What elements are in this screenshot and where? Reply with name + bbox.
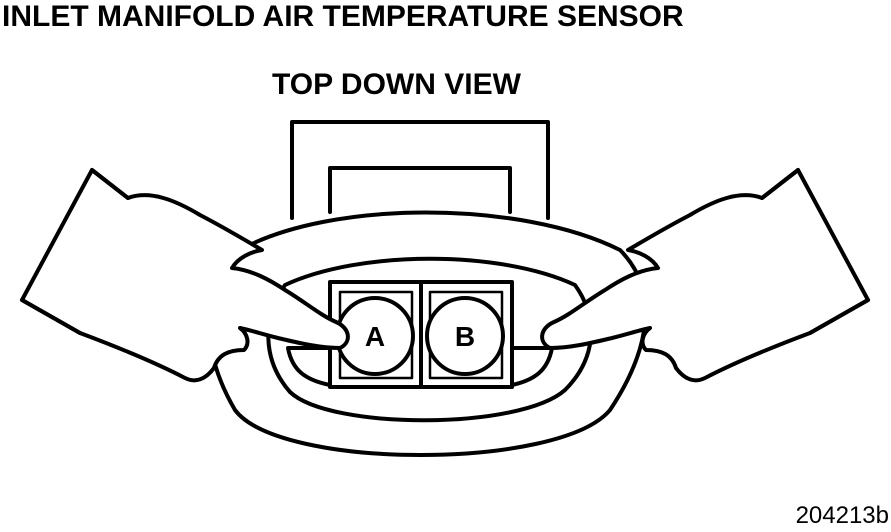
diagram-title: INLET MANIFOLD AIR TEMPERATURE SENSOR — [2, 0, 684, 33]
pin-a-label: A — [365, 321, 385, 352]
left-hand-probe — [20, 168, 350, 383]
connector-lock-tab-outer — [290, 120, 550, 220]
connector-lock-tab-inner — [328, 166, 512, 214]
pin-b-circle — [425, 296, 505, 376]
left-hand-cuff — [20, 168, 130, 335]
figure-id: 204213b — [795, 502, 889, 529]
right-hand-cuff — [760, 168, 870, 335]
pin-b-label: B — [455, 321, 475, 352]
right-hand-probe — [540, 168, 870, 383]
view-label: TOP DOWN VIEW — [272, 68, 521, 101]
